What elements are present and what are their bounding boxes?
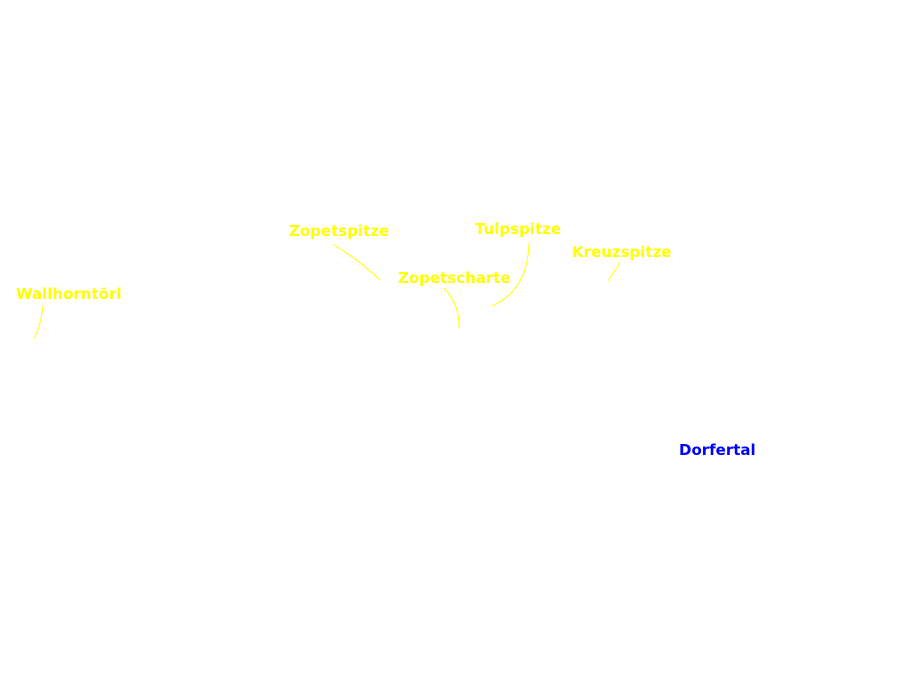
peak-label-zopetscharte[interactable]: Zopetscharte — [398, 269, 511, 287]
valley-label-dorfertal[interactable]: Dorfertal — [679, 441, 756, 459]
peak-label-wallhorntoerl[interactable]: Wallhorntörl — [16, 285, 122, 303]
peak-label-tulpspitze[interactable]: Tulpspitze — [475, 220, 562, 238]
peak-label-zopetspitze[interactable]: Zopetspitze — [289, 222, 390, 240]
leader-line-tulpspitze — [491, 242, 530, 307]
leader-line-kreuzspitze — [607, 261, 621, 282]
leader-line-zopetscharte — [443, 287, 460, 329]
leader-line-zopetspitze — [333, 244, 381, 281]
leader-line-wallhorntoerl — [33, 304, 44, 339]
peak-label-kreuzspitze[interactable]: Kreuzspitze — [572, 243, 672, 261]
